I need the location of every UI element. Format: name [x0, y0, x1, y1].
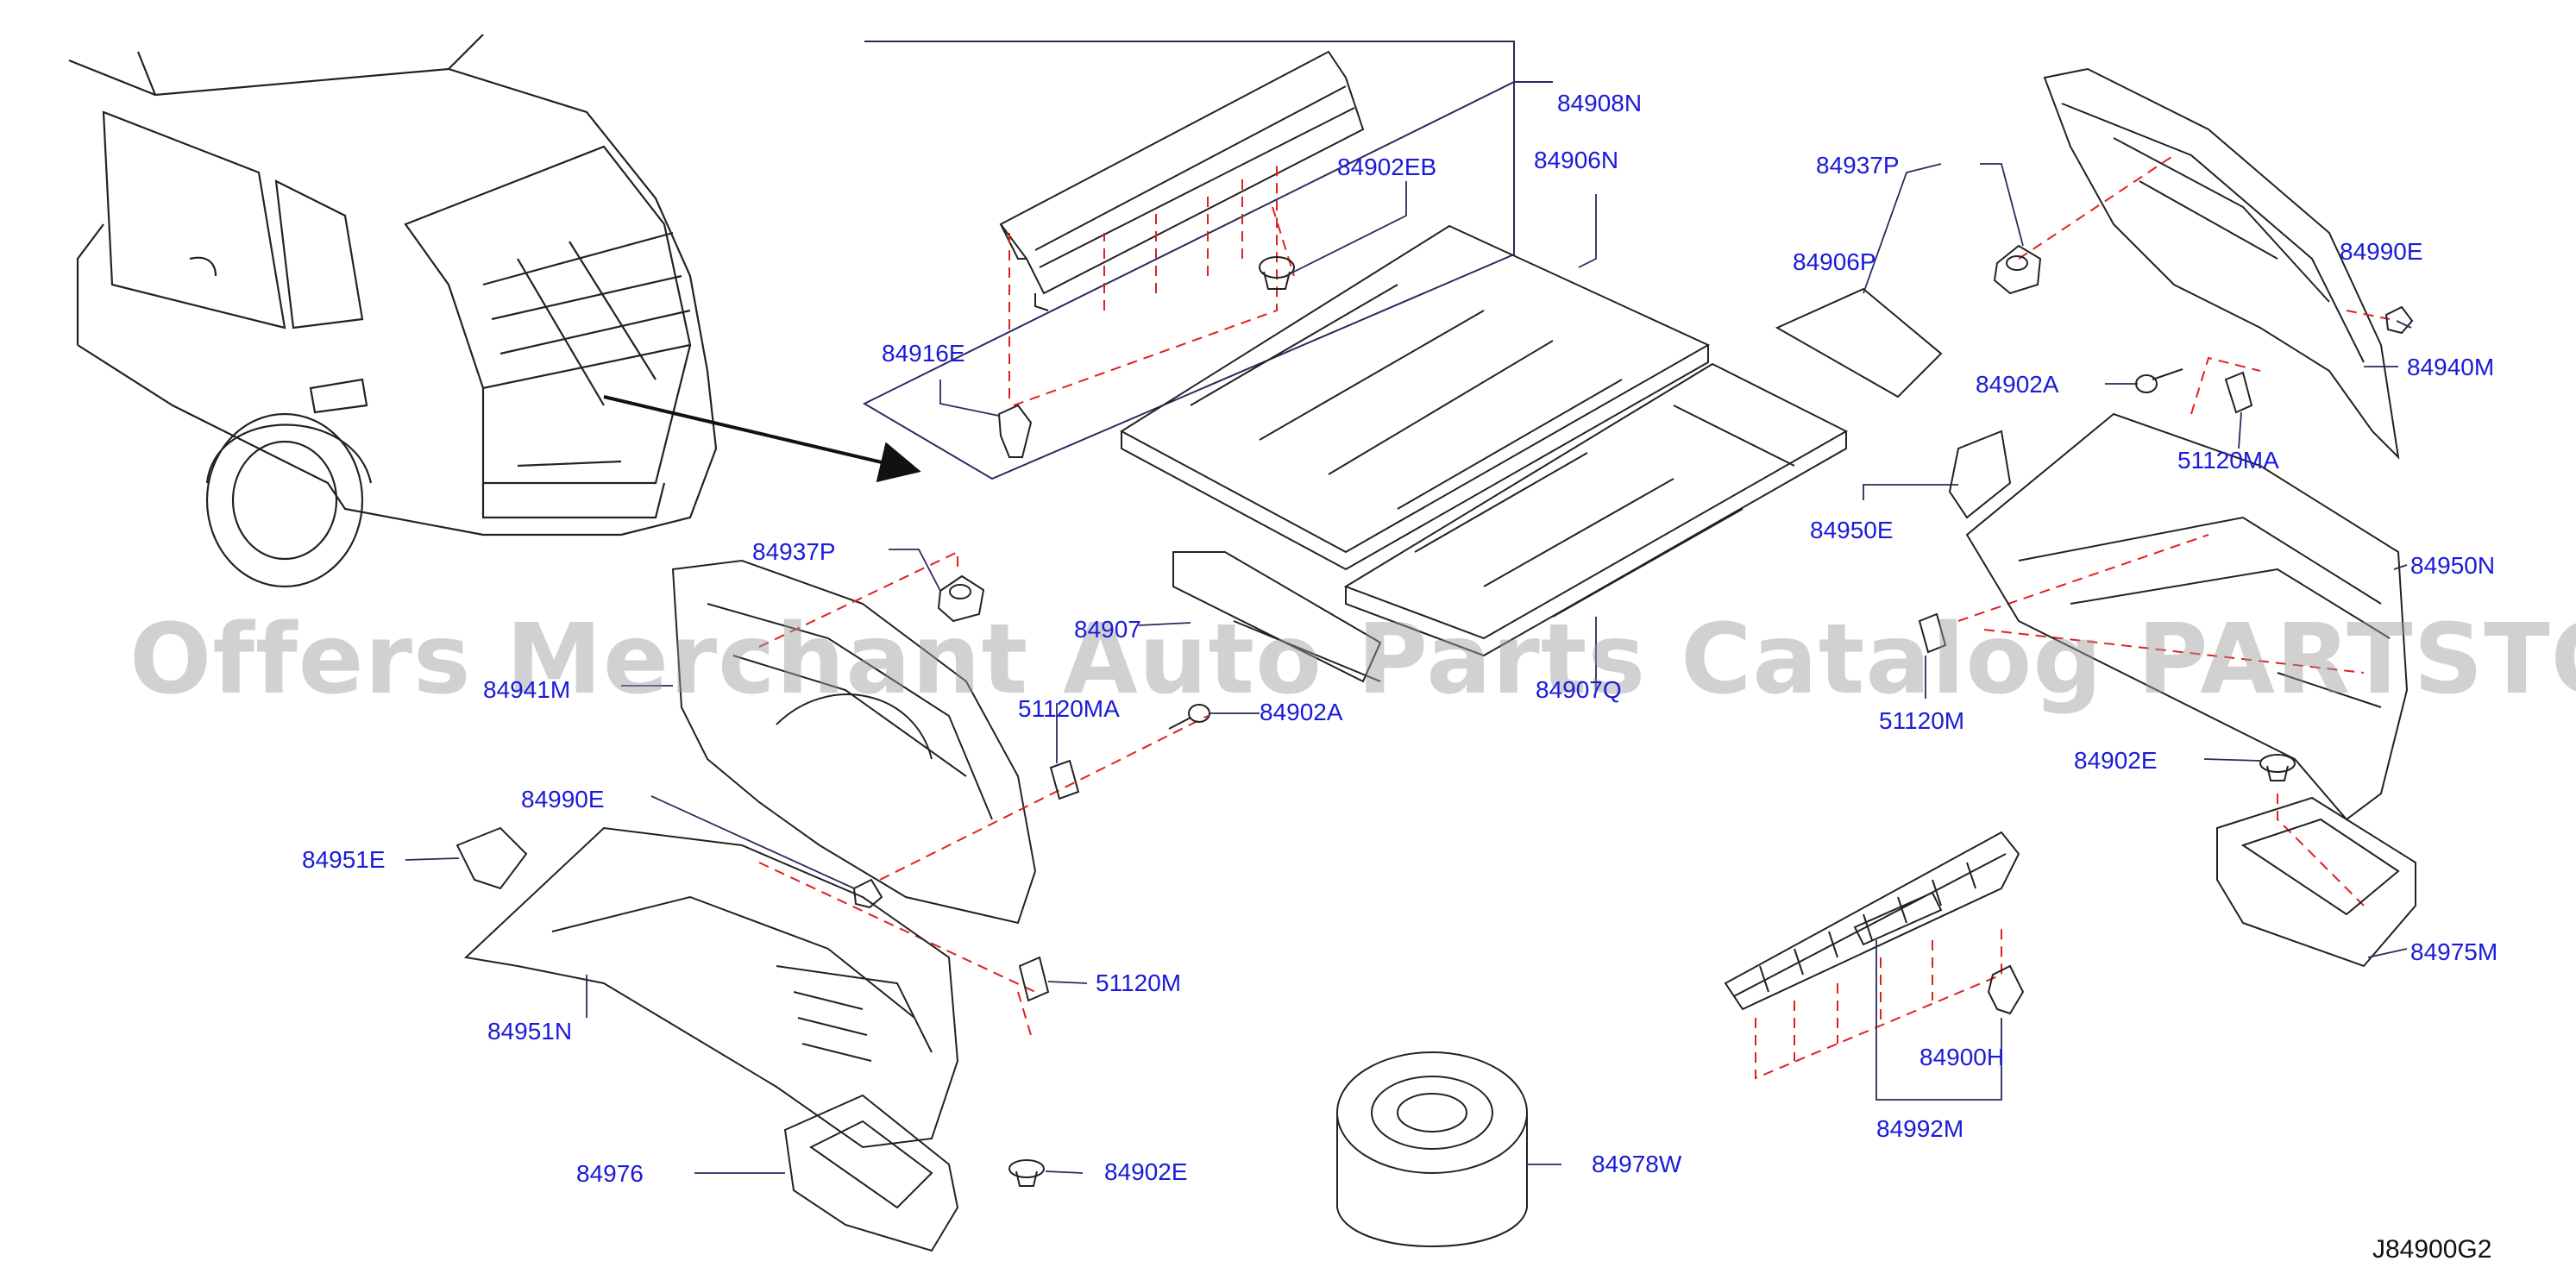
- label-84951E[interactable]: 84951E: [302, 846, 386, 873]
- label-84976[interactable]: 84976: [576, 1160, 644, 1187]
- label-84937P-left[interactable]: 84937P: [752, 538, 836, 565]
- part-84908N-drawing: [999, 50, 1365, 311]
- label-84902A-right[interactable]: 84902A: [1976, 371, 2059, 398]
- watermark: Offers Merchant Auto Parts Catalog PARTS…: [129, 604, 2576, 716]
- dashed-guides-right: [1957, 154, 2391, 907]
- clip-84916E-drawing: [997, 404, 1033, 458]
- callout-box: [862, 41, 1553, 480]
- sill-plate-84992M-drawing: [1724, 831, 2020, 1011]
- label-84975M[interactable]: 84975M: [2410, 938, 2498, 965]
- label-84990E-left[interactable]: 84990E: [521, 786, 605, 813]
- clip-84937P-left-drawing: [937, 574, 985, 623]
- label-84941M[interactable]: 84941M: [483, 676, 571, 703]
- label-84950N[interactable]: 84950N: [2410, 552, 2496, 579]
- label-84940M[interactable]: 84940M: [2407, 354, 2495, 380]
- clip-84902EB-drawing: [1259, 256, 1295, 290]
- label-51120M-right[interactable]: 51120M: [1879, 707, 1965, 734]
- clip-84902E-right-drawing: [2259, 754, 2296, 781]
- diagram-code: J84900G2: [2372, 1235, 2492, 1264]
- clip-84937P-right-drawing: [1993, 244, 2042, 295]
- leader-lines: [405, 163, 2412, 1174]
- label-84902E-right[interactable]: 84902E: [2074, 747, 2158, 774]
- direction-arrow: [603, 395, 921, 483]
- label-84951N[interactable]: 84951N: [487, 1018, 573, 1045]
- label-51120MA-right[interactable]: 51120MA: [2177, 447, 2279, 474]
- screw-84902A-right-drawing: [2135, 368, 2183, 393]
- trim-84951N-drawing: [463, 826, 959, 1149]
- dashed-guides-left: [758, 550, 2002, 1080]
- trim-84940M-drawing: [2043, 67, 2400, 460]
- bracket-84950E-drawing: [1948, 430, 2012, 519]
- label-84902E-left[interactable]: 84902E: [1104, 1158, 1188, 1185]
- label-51120M-left[interactable]: 51120M: [1096, 969, 1182, 996]
- label-84900H[interactable]: 84900H: [1919, 1044, 2005, 1070]
- bracket-51120M-left-drawing: [1018, 956, 1050, 1002]
- label-84992M[interactable]: 84992M: [1876, 1115, 1964, 1142]
- dashed-guides-top: [1008, 164, 1295, 406]
- clip-84990E-right-drawing: [2384, 305, 2414, 335]
- panel-84906P-drawing: [1775, 287, 1943, 398]
- label-84978W[interactable]: 84978W: [1592, 1151, 1682, 1177]
- bracket-51120MA-right-drawing: [2224, 371, 2253, 414]
- box-84975M-drawing: [2216, 796, 2416, 968]
- clip-84990E-left-drawing: [852, 878, 883, 909]
- label-84908N[interactable]: 84908N: [1557, 90, 1643, 116]
- spare-tire-84978W-drawing: [1336, 1051, 1528, 1247]
- box-84976-drawing: [783, 1094, 959, 1252]
- trim-84950N-drawing: [1965, 412, 2409, 821]
- label-84906P[interactable]: 84906P: [1793, 248, 1876, 275]
- clip-84900H-drawing: [1987, 964, 2025, 1015]
- bracket-51120M-right-drawing: [1918, 612, 1947, 654]
- label-84906N[interactable]: 84906N: [1534, 147, 1619, 173]
- vehicle-illustration: [68, 34, 718, 588]
- label-84902EB[interactable]: 84902EB: [1337, 154, 1437, 180]
- label-84916E[interactable]: 84916E: [882, 340, 965, 367]
- label-84990E-right[interactable]: 84990E: [2340, 238, 2423, 265]
- label-84907Q[interactable]: 84907Q: [1536, 676, 1622, 703]
- label-84907[interactable]: 84907: [1074, 616, 1141, 643]
- bracket-51120MA-left-drawing: [1049, 759, 1080, 800]
- label-84937P-right[interactable]: 84937P: [1816, 152, 1900, 179]
- label-84902A-left[interactable]: 84902A: [1260, 699, 1343, 725]
- floor-board-drawing: [1120, 224, 1849, 683]
- trim-84941M-drawing: [671, 559, 1037, 925]
- label-84950E[interactable]: 84950E: [1810, 517, 1894, 543]
- clip-84902E-left-drawing: [1008, 1159, 1045, 1187]
- bracket-84951E-drawing: [456, 826, 528, 890]
- label-51120MA-left[interactable]: 51120MA: [1018, 695, 1120, 722]
